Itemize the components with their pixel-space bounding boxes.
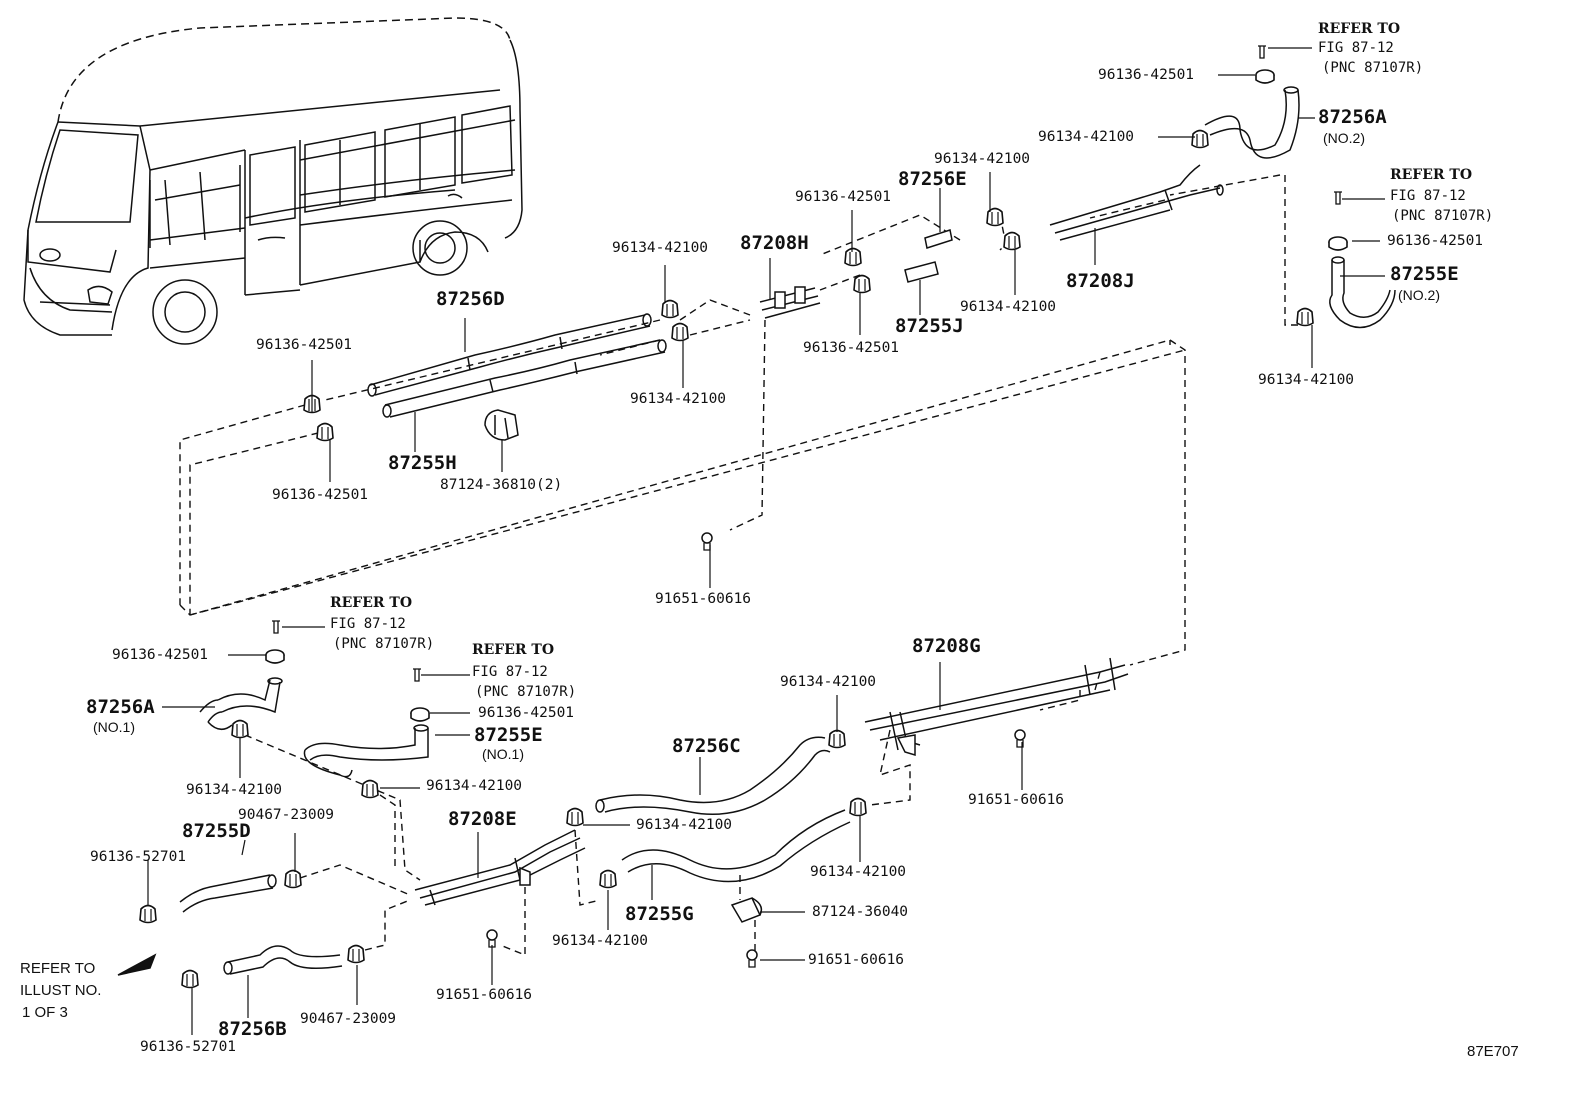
hardware xyxy=(139,45,1348,989)
part-sub-label: (NO.2) xyxy=(1398,287,1440,303)
leader-lines xyxy=(147,47,1385,1035)
part-number: 96136-52701 xyxy=(90,849,187,865)
part-number: 87256D xyxy=(436,288,505,310)
part-number: 87255E xyxy=(1390,263,1459,285)
part-number: 96134-42100 xyxy=(636,817,733,833)
part-number: 87124-36040 xyxy=(812,904,909,920)
part-number: 87208G xyxy=(912,635,981,657)
part-number: 96136-42501 xyxy=(478,705,575,721)
part-number: 91651-60616 xyxy=(436,987,533,1003)
part-number: 96134-42100 xyxy=(552,933,649,949)
part-number: 96134-42100 xyxy=(426,778,523,794)
part-number: 96136-42501 xyxy=(1387,233,1484,249)
refer-pnc-label: (PNC 87107R) xyxy=(475,684,577,700)
refer-to-label: REFER TO xyxy=(1390,167,1473,183)
refer-pnc-label: (PNC 87107R) xyxy=(333,636,435,652)
part-number: 96134-42100 xyxy=(630,391,727,407)
part-number: 96136-42501 xyxy=(795,189,892,205)
part-number: 96134-42100 xyxy=(934,151,1031,167)
refer-fig-label: FIG 87-12 xyxy=(330,616,406,632)
part-sub-label: (NO.1) xyxy=(482,746,524,762)
refer-pnc-label: (PNC 87107R) xyxy=(1392,208,1494,224)
part-number: 96136-42501 xyxy=(803,340,900,356)
part-number: 87208H xyxy=(740,232,809,254)
part-number: 90467-23009 xyxy=(238,807,335,823)
refer-fig-label: FIG 87-12 xyxy=(1390,188,1466,204)
hoses xyxy=(117,86,1396,976)
part-number: 96134-42100 xyxy=(1038,129,1135,145)
refer-fig-label: FIG 87-12 xyxy=(1318,40,1394,56)
refer-pnc-label: (PNC 87107R) xyxy=(1322,60,1424,76)
part-number: 87256E xyxy=(898,168,967,190)
part-number: 91651-60616 xyxy=(968,792,1065,808)
refer-to-label: REFER TO xyxy=(1318,21,1401,37)
part-number: 87256A xyxy=(86,696,155,718)
illust-note-line3: 1 OF 3 xyxy=(22,1004,68,1021)
refer-to-label: REFER TO xyxy=(472,642,555,658)
part-number: 87255D xyxy=(182,820,251,842)
dashed-assembly-lines xyxy=(179,174,1303,957)
part-number: 87256B xyxy=(218,1018,287,1040)
part-number: 96134-42100 xyxy=(612,240,709,256)
figure-code: 87E707 xyxy=(1467,1043,1519,1060)
part-number: 87208E xyxy=(448,808,517,830)
part-number: 96136-42501 xyxy=(1098,67,1195,83)
part-number: 96134-42100 xyxy=(186,782,283,798)
illust-note-line1: REFER TO xyxy=(20,960,96,977)
part-number: 96134-42100 xyxy=(1258,372,1355,388)
part-number: 87255G xyxy=(625,903,694,925)
part-number: 91651-60616 xyxy=(808,952,905,968)
part-sub-label: (NO.2) xyxy=(1323,130,1365,146)
refer-to-label: REFER TO xyxy=(330,595,413,611)
part-number: 96136-42501 xyxy=(272,487,369,503)
bus-illustration xyxy=(23,17,523,345)
part-number: 96134-42100 xyxy=(780,674,877,690)
part-number: 90467-23009 xyxy=(300,1011,397,1027)
part-number: 87256A xyxy=(1318,106,1387,128)
illust-note-line2: ILLUST NO. xyxy=(20,982,102,999)
part-number: 96134-42100 xyxy=(810,864,907,880)
part-number: 96136-42501 xyxy=(112,647,209,663)
part-number: 87124-36810(2) xyxy=(440,477,563,493)
refer-fig-label: FIG 87-12 xyxy=(472,664,548,680)
part-number: 87255E xyxy=(474,724,543,746)
part-number: 91651-60616 xyxy=(655,591,752,607)
part-number: 87255J xyxy=(895,315,964,337)
part-number: 96136-42501 xyxy=(256,337,353,353)
part-number: 87256C xyxy=(672,735,741,757)
part-number: 96136-52701 xyxy=(140,1039,237,1055)
part-number: 87208J xyxy=(1066,270,1135,292)
part-number: 87255H xyxy=(388,452,457,474)
part-number: 96134-42100 xyxy=(960,299,1057,315)
part-sub-label: (NO.1) xyxy=(93,719,135,735)
